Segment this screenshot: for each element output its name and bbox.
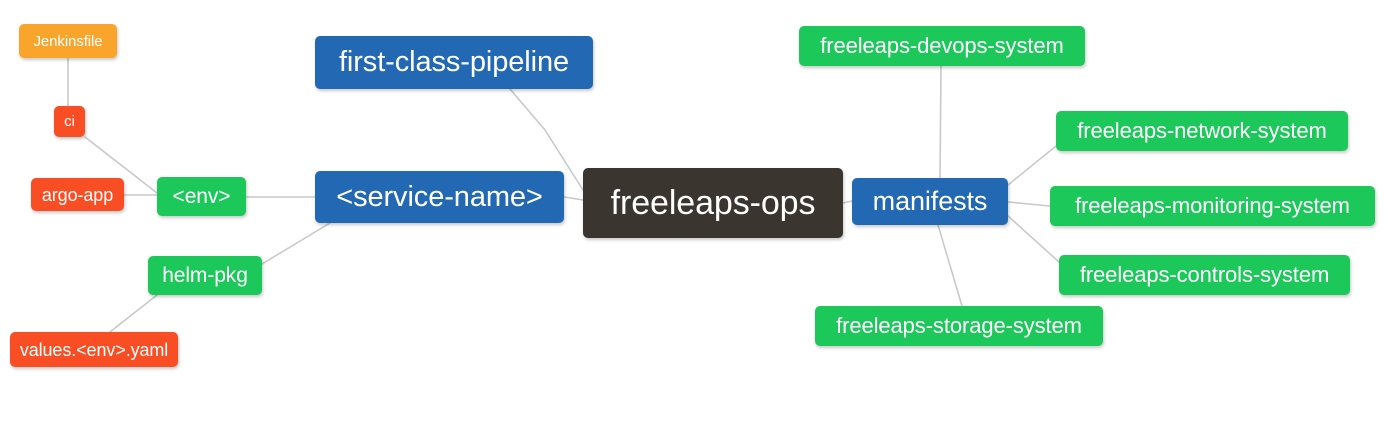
node-freeleaps-controls-system[interactable]: freeleaps-controls-system (1059, 255, 1350, 295)
edge-manifests-to-freeleaps-storage-system (937, 224, 963, 307)
edge-manifests-to-freeleaps-monitoring-system (1007, 201, 1051, 207)
node-env[interactable]: <env> (157, 177, 246, 216)
edge-service-name-to-helm-pkg (261, 222, 331, 265)
node-service-name[interactable]: <service-name> (315, 171, 564, 223)
edge-helm-pkg-to-values-env-yaml (109, 294, 158, 333)
node-jenkinsfile[interactable]: Jenkinsfile (19, 24, 117, 58)
node-values-env-yaml[interactable]: values.<env>.yaml (10, 332, 178, 367)
node-ci[interactable]: ci (54, 106, 85, 137)
edge-manifests-to-freeleaps-network-system (1007, 145, 1057, 186)
node-argo-app[interactable]: argo-app (31, 178, 124, 211)
node-freeleaps-network-system[interactable]: freeleaps-network-system (1056, 111, 1348, 151)
node-helm-pkg[interactable]: helm-pkg (148, 256, 262, 295)
node-manifests[interactable]: manifests (852, 178, 1008, 225)
edge-manifests-to-freeleaps-devops-system (939, 65, 942, 179)
node-freeleaps-monitoring-system[interactable]: freeleaps-monitoring-system (1050, 186, 1375, 226)
node-freeleaps-devops-system[interactable]: freeleaps-devops-system (799, 26, 1085, 66)
node-freeleaps-ops[interactable]: freeleaps-ops (583, 168, 843, 238)
node-freeleaps-storage-system[interactable]: freeleaps-storage-system (815, 306, 1103, 346)
node-first-class-pipeline[interactable]: first-class-pipeline (315, 36, 593, 89)
edge-freeleaps-ops-to-manifests (842, 200, 853, 204)
edge-freeleaps-ops-to-service-name (563, 196, 584, 201)
